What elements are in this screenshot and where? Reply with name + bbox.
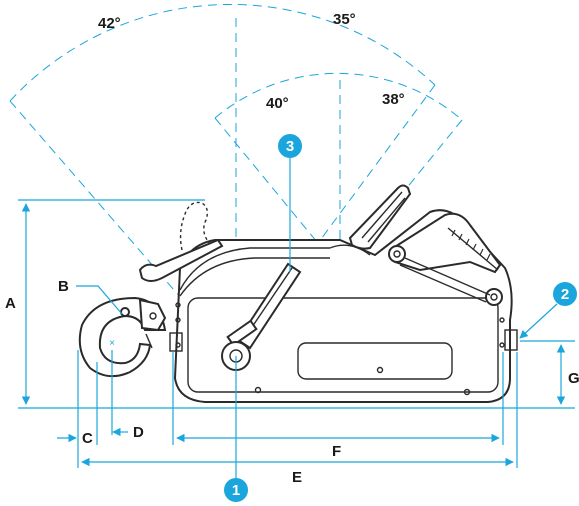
callout-3-number: 3 xyxy=(286,138,294,155)
dimension-g-label: G xyxy=(568,370,579,387)
dimension-c-label: C xyxy=(82,430,93,447)
dimension-e-label: E xyxy=(292,469,302,486)
angle-35-label: 35° xyxy=(333,11,356,28)
callout-1-number: 1 xyxy=(232,482,240,499)
callout-3-badge xyxy=(278,134,302,158)
release-lever xyxy=(138,201,224,282)
dimension-d-label: D xyxy=(133,424,144,441)
callout-2-number: 2 xyxy=(561,286,569,303)
dimension-f-label: F xyxy=(332,443,341,460)
forward-operating-handle xyxy=(348,184,412,250)
dimension-a-label: A xyxy=(5,295,16,312)
callout-1-badge xyxy=(224,478,248,502)
angle-42-label: 42° xyxy=(98,15,121,32)
svg-text:×: × xyxy=(109,338,115,349)
angle-40-label: 40° xyxy=(266,95,289,112)
callout-2-badge xyxy=(553,282,577,306)
angle-38-label: 38° xyxy=(382,91,405,108)
reverse-lever xyxy=(388,212,503,306)
dimension-b-label: B xyxy=(58,278,69,295)
hook xyxy=(78,296,167,378)
outer-swing-fan xyxy=(9,3,436,359)
